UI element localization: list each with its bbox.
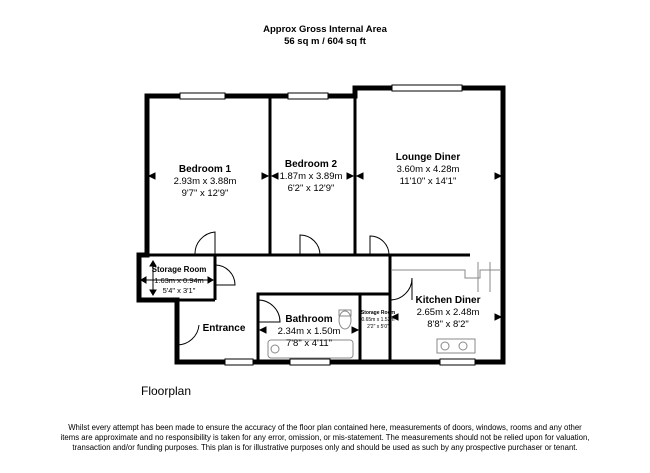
bathroom-metric: 2.34m x 1.50m: [278, 326, 341, 337]
bedroom2-name: Bedroom 2: [285, 159, 338, 170]
entrance-name: Entrance: [203, 323, 246, 334]
sink-bowl-2: [458, 341, 468, 351]
toilet-icon: [338, 310, 352, 330]
arrow-kitchen-right: [494, 313, 503, 321]
floorplan-label: Floorplan: [141, 384, 192, 398]
arrow-lounge-left: [355, 172, 364, 180]
area-header-title: Approx Gross Internal Area: [263, 24, 387, 35]
window-entrance: [224, 358, 254, 366]
window-lounge: [391, 84, 463, 92]
bedroom1-metric: 2.93m x 3.88m: [174, 176, 237, 187]
arrow-kitchen-left: [390, 313, 399, 321]
disclaimer-text: Whilst every attempt has been made to en…: [60, 423, 590, 452]
door-bedroom2: [299, 234, 321, 256]
bedroom2-metric: 1.87m x 3.89m: [280, 171, 343, 182]
storage1-arrows: [140, 260, 214, 296]
window-bedroom1: [179, 92, 226, 100]
kitchen-sink: [436, 338, 476, 354]
lounge-imperial: 11'10" x 14'1": [400, 176, 457, 187]
storage1-imperial: 5'4" x 3'1": [163, 286, 196, 295]
bedroom1-imperial: 9'7" x 12'9": [182, 188, 229, 199]
door-storage1: [214, 264, 236, 286]
door-swings: [176, 231, 413, 346]
storage2-metric: 0.65m x 1.53m: [361, 317, 394, 323]
arrow-lounge-right: [494, 172, 503, 180]
lounge-name: Lounge Diner: [396, 152, 461, 163]
kitchen-fixtures: [392, 262, 501, 354]
toilet-cistern: [338, 309, 352, 317]
dimension-arrows: [147, 172, 503, 334]
kitchen-name: Kitchen Diner: [415, 295, 480, 306]
interior-walls: [139, 96, 470, 362]
windows: [179, 84, 476, 366]
area-header: Approx Gross Internal Area 56 sq m / 604…: [0, 24, 650, 48]
bathroom-imperial: 7'8" x 4'11": [286, 338, 332, 349]
door-bedroom1: [194, 231, 216, 256]
window-bathroom: [289, 358, 331, 366]
bathroom-name: Bathroom: [285, 314, 332, 325]
arrow-bathroom-right: [351, 326, 360, 334]
door-entrance: [176, 310, 200, 346]
bath-drain: [270, 344, 280, 354]
bathtub: [267, 339, 354, 359]
storage1-metric: 1.63m x 0.94m: [154, 276, 204, 285]
door-kitchen: [389, 277, 413, 301]
storage2-imperial: 2'2" x 5'0": [367, 324, 389, 330]
bathroom-fixtures: [267, 309, 354, 359]
lounge-metric: 3.60m x 4.28m: [397, 164, 460, 175]
bedroom2-imperial: 6'2" x 12'9": [288, 183, 335, 194]
area-header-size: 56 sq m / 604 sq ft: [284, 36, 366, 47]
outer-walls: [136, 85, 506, 365]
arrow-bedroom1-left: [147, 172, 156, 180]
sink-bowl-1: [440, 341, 450, 351]
arrow-bathroom-left: [258, 326, 267, 334]
arrow-bedroom1-right: [261, 172, 270, 180]
window-kitchen: [439, 358, 476, 366]
arrow-bedroom2-right: [346, 172, 355, 180]
arrow-bedroom2-left: [270, 172, 279, 180]
door-bathroom: [257, 299, 281, 323]
storage2-name: Storage Room: [361, 310, 396, 316]
kitchen-metric: 2.65m x 2.48m: [417, 307, 480, 318]
door-lounge: [369, 235, 390, 256]
window-bedroom2: [287, 92, 329, 100]
bedroom1-name: Bedroom 1: [179, 164, 232, 175]
kitchen-imperial: 8'8" x 8'2": [427, 319, 469, 330]
storage1-name: Storage Room: [152, 265, 207, 274]
